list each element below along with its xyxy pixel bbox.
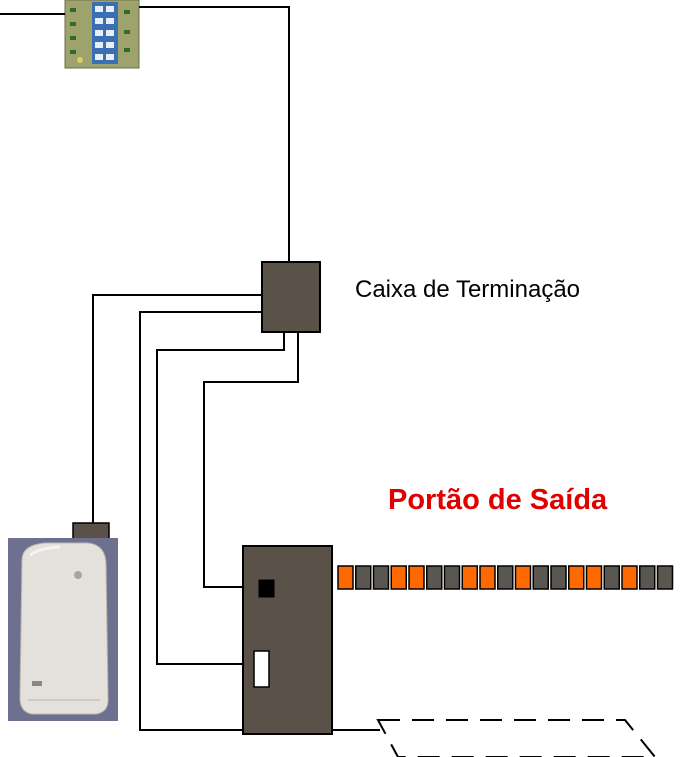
barrier-segment <box>408 565 425 590</box>
barrier-arm <box>337 565 674 590</box>
barrier-segment <box>426 565 443 590</box>
barrier-segment <box>390 565 407 590</box>
barrier-segment <box>568 565 585 590</box>
barrier-segment <box>603 565 620 590</box>
barrier-segment <box>550 565 567 590</box>
gate-cabinet <box>242 545 333 735</box>
terminal-box <box>261 261 321 333</box>
barrier-segment <box>372 565 390 590</box>
barrier-segment <box>514 565 532 590</box>
gate-terminal-black <box>258 579 275 598</box>
barrier-segment <box>532 565 549 590</box>
barrier-segment <box>461 565 478 590</box>
barrier-segment <box>443 565 461 590</box>
card-reader-icon <box>8 522 118 721</box>
barrier-segment <box>656 565 674 590</box>
barrier-segment <box>621 565 638 590</box>
ground-loop-icon <box>376 719 657 757</box>
exit-gate-label: Portão de Saída <box>388 484 608 516</box>
barrier-segment <box>585 565 603 590</box>
barrier-segment <box>479 565 496 590</box>
barrier-segment <box>355 565 372 590</box>
barrier-segment <box>497 565 514 590</box>
gate-terminal-white <box>253 650 270 688</box>
terminal-box-label: Caixa de Terminação <box>355 276 581 303</box>
relay-board-icon <box>64 0 140 69</box>
barrier-segment <box>337 565 354 590</box>
barrier-segment <box>639 565 656 590</box>
